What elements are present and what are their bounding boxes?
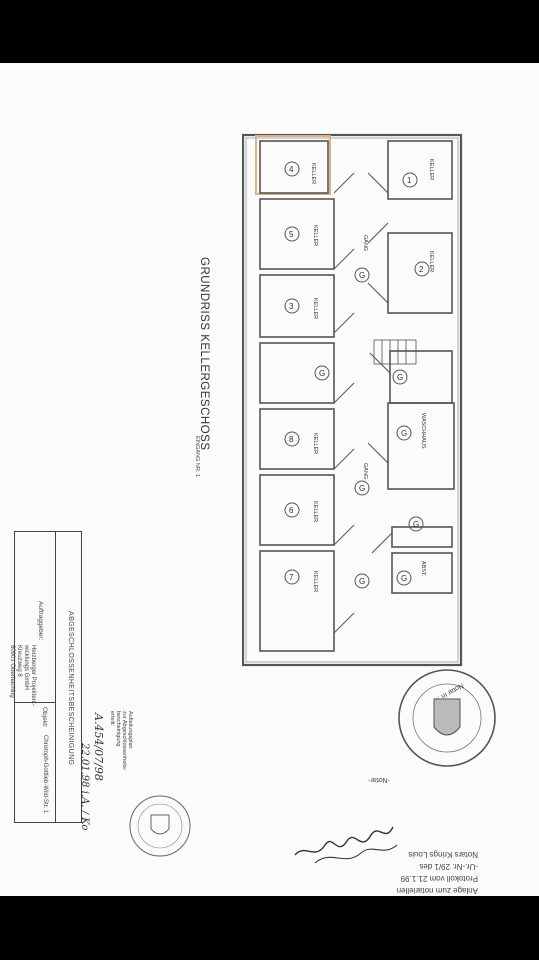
notary-line-4: Notars Krings Louis xyxy=(408,850,478,859)
room-number: 4 xyxy=(289,165,294,174)
room-label: ABST. xyxy=(420,561,426,577)
certificate-header: ABGESCHLOSSENHEITSBESCHEINIGUNG xyxy=(67,611,74,766)
certificate-object-value: Christoph-Gottlieb-Wild-Str. 1 xyxy=(42,735,48,814)
corridor-number: G xyxy=(359,271,365,280)
notary-line-1: Anlage zum notariellen xyxy=(396,886,478,895)
approval-reference: A.454/07/98 xyxy=(92,713,105,781)
room-number: G xyxy=(397,373,403,382)
room-number: G xyxy=(401,429,407,438)
certificate-client-line: Kreuzweg 8 xyxy=(16,645,22,677)
notary-seal: Notar in ... xyxy=(398,669,496,767)
room-number: 3 xyxy=(289,302,294,311)
approval-line: bescheinigung xyxy=(115,711,121,747)
room-number: 1 xyxy=(407,176,412,185)
room-label: KELLER xyxy=(312,225,318,246)
room-number: 5 xyxy=(289,230,294,239)
notary-signature xyxy=(294,826,398,864)
room-labels: KELLER 4 KELLER 5 KELLER 3 G KELLER 8 KE… xyxy=(284,159,434,592)
notary-role: -Notar- xyxy=(368,776,390,783)
room-label: KELLER xyxy=(428,251,434,272)
room-number: 7 xyxy=(289,573,294,582)
certificate-client-label: Auftraggeber: xyxy=(37,601,44,641)
room-label: KELLER xyxy=(428,159,434,180)
room-number: 6 xyxy=(289,506,294,515)
room-label: KELLER xyxy=(310,163,316,184)
scanned-document-page: GRUNDRISS KELLERGESCHOSS EINGANG NR. 1 xyxy=(0,63,539,896)
room-label: KELLER xyxy=(312,501,318,522)
notary-line-2: Protokoll vom 21.1.99 xyxy=(400,874,478,883)
basement-floor-plan: KELLER 4 KELLER 5 KELLER 3 G KELLER 8 KE… xyxy=(242,133,463,667)
corridor-label: GANG xyxy=(362,463,368,479)
plan-title: GRUNDRISS KELLERGESCHOSS xyxy=(198,257,210,451)
room-number: 8 xyxy=(289,435,294,444)
room-label: WASCHHAUS xyxy=(420,413,426,449)
approval-line: zur Abgeschlossenheits- xyxy=(121,711,127,771)
room-number: G xyxy=(413,520,419,529)
plan-subtitle: EINGANG NR. 1 xyxy=(194,436,200,477)
approval-signature: 22.01.98 i.A. / Ko xyxy=(79,743,90,831)
corridor-number: G xyxy=(359,577,365,586)
certificate-client-line: Herzberger Projektent- xyxy=(30,645,36,706)
room-label: KELLER xyxy=(312,298,318,319)
room-number: 2 xyxy=(419,265,424,274)
corridor-label: GANG xyxy=(362,235,368,251)
room-label: KELLER xyxy=(312,433,318,454)
approval-line: erteilt: xyxy=(109,711,115,726)
corridor-number: G xyxy=(359,484,365,493)
approval-line: Aufteilungsplan xyxy=(127,711,133,749)
corridor-labels: GANG G GANG G G xyxy=(354,235,370,589)
room-number: G xyxy=(319,369,325,378)
certificate-client-line: 80901 Oberhaching xyxy=(9,645,15,698)
certificate-client-line: wicklungs GmbH xyxy=(23,645,29,691)
room-number: G xyxy=(401,574,407,583)
official-stamp xyxy=(129,795,191,857)
certificate-box xyxy=(14,531,82,823)
room-label: KELLER xyxy=(312,571,318,592)
certificate-object-label: Objekt: xyxy=(41,707,48,728)
notary-line-3: -Ur.-Nr. 29/1 des xyxy=(419,862,478,871)
